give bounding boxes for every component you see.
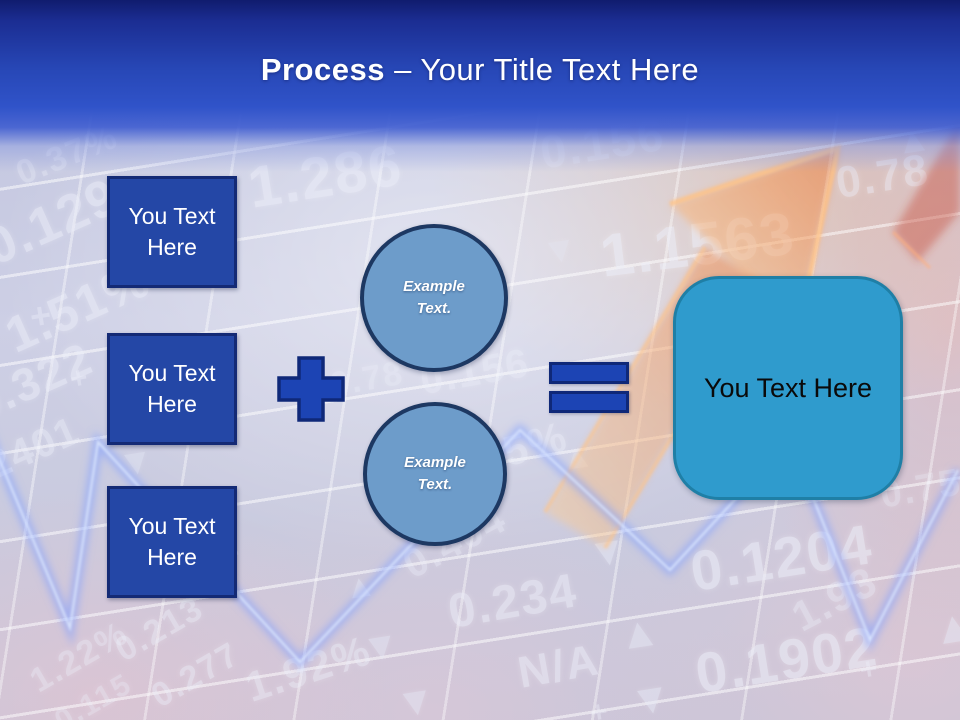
triangle-down-icon: ▼ bbox=[392, 677, 439, 720]
triangle-down-icon: ▼ bbox=[358, 623, 403, 671]
example-circle-2[interactable]: Example Text. bbox=[363, 402, 507, 546]
process-box-3[interactable]: You Text Here bbox=[107, 486, 237, 598]
slide-title[interactable]: Process – Your Title Text Here bbox=[0, 52, 960, 88]
equals-operator-icon[interactable] bbox=[549, 362, 629, 384]
ticker-number: 1.1563 bbox=[596, 199, 799, 290]
equals-operator-icon-bottom[interactable] bbox=[549, 391, 629, 413]
title-rest: – Your Title Text Here bbox=[384, 52, 700, 87]
plus-operator-icon[interactable] bbox=[277, 356, 345, 422]
ticker-number: 0.1902 bbox=[691, 614, 883, 705]
result-box-label: You Text Here bbox=[703, 372, 873, 403]
result-box[interactable]: You Text Here bbox=[673, 276, 903, 500]
title-banner: Process – Your Title Text Here bbox=[0, 0, 960, 172]
ticker-number: 0.234 bbox=[444, 564, 582, 639]
example-circle-1[interactable]: Example Text. bbox=[360, 224, 508, 372]
triangle-up-icon: ▲ bbox=[557, 435, 597, 479]
plus-mark-icon: + bbox=[587, 694, 610, 720]
title-bold-word: Process bbox=[260, 52, 385, 87]
triangle-up-icon: ▲ bbox=[614, 606, 663, 659]
ticker-number: 2401 bbox=[0, 408, 87, 488]
ticker-number: 1.92% bbox=[239, 626, 378, 711]
process-box-2[interactable]: You Text Here bbox=[107, 333, 237, 445]
process-box-3-label: You Text Here bbox=[128, 512, 216, 570]
example-circle-1-label: Example Text. bbox=[403, 277, 465, 318]
triangle-down-icon: ▼ bbox=[626, 672, 675, 720]
triangle-up-icon: ▲ bbox=[928, 599, 960, 656]
example-circle-2-label: Example Text. bbox=[404, 453, 466, 494]
process-box-1-label: You Text Here bbox=[128, 202, 216, 260]
triangle-down-icon: ▼ bbox=[538, 226, 581, 273]
process-box-1[interactable]: You Text Here bbox=[107, 176, 237, 288]
process-box-2-label: You Text Here bbox=[128, 359, 216, 417]
triangle-down-icon: ▼ bbox=[114, 438, 157, 485]
ticker-number: N/A bbox=[514, 635, 604, 698]
triangle-down-icon: ▼ bbox=[584, 527, 631, 577]
triangle-up-icon: ▲ bbox=[341, 565, 379, 607]
